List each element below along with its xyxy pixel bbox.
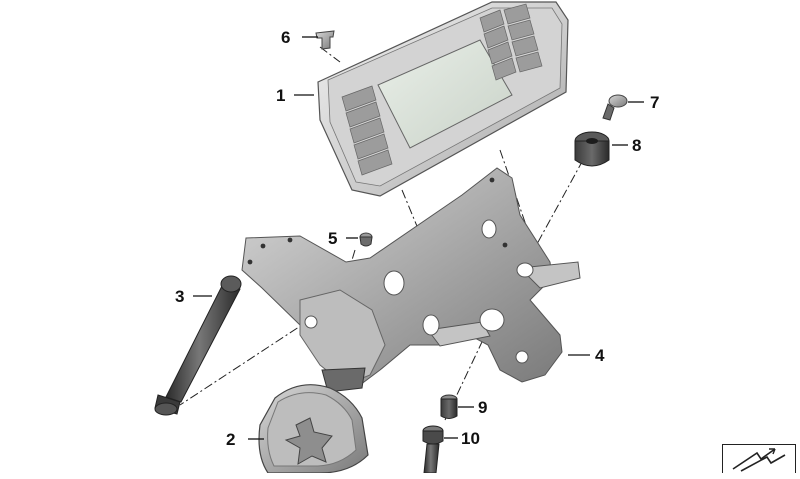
screw-top [602,94,628,121]
rubber-bushing [574,131,610,167]
support-rod [154,275,242,416]
leader-lines [193,36,644,440]
callout-6: 6 [281,28,290,47]
diagram-symbol-icon [722,444,796,473]
callout-10: 10 [461,429,480,448]
mounting-bracket [241,167,581,393]
bolt [422,425,444,473]
grommet-small [359,232,373,247]
callout-3: 3 [175,287,184,306]
callout-2: 2 [226,430,235,449]
callout-8: 8 [632,136,641,155]
callout-5: 5 [328,229,337,248]
rotary-knob-housing [258,384,369,473]
display-unit [317,1,569,197]
callout-1: 1 [276,86,285,105]
callouts: 6 1 3 5 7 8 4 9 10 2 [175,28,659,449]
callout-4: 4 [595,346,605,365]
callout-9: 9 [478,398,487,417]
callout-7: 7 [650,93,659,112]
clip [315,30,335,50]
sleeve [440,394,458,419]
